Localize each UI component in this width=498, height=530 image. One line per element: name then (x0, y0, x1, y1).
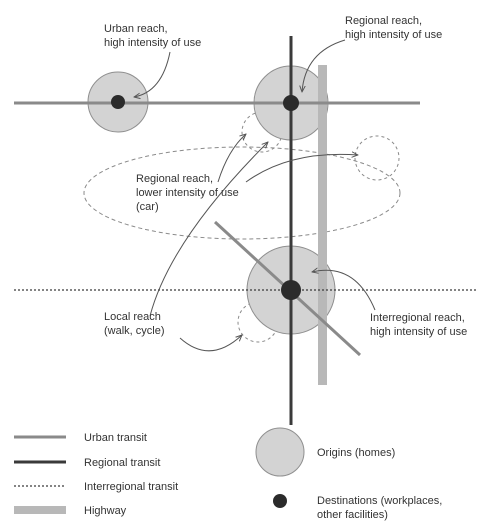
regional-reach-ellipse (83, 146, 401, 240)
destination-dot-bottom (281, 280, 301, 300)
legend-interregional-transit-label: Interregional transit (84, 481, 178, 493)
arrow-regional-reach-to-right (245, 154, 358, 183)
arrow-local-reach-up (149, 142, 268, 317)
label-regional-reach-low: Regional reach, lower intensity of use (… (136, 173, 242, 213)
legend-origins-label: Origins (homes) (317, 447, 395, 459)
label-local-reach: Local reach (walk, cycle) (104, 311, 165, 337)
label-urban-reach: Urban reach, high intensity of use (104, 23, 201, 49)
destination-dot-top (283, 95, 299, 111)
local-reach-circle-right (354, 135, 400, 181)
highway-line (318, 65, 327, 385)
label-regional-reach-high: Regional reach, high intensity of use (345, 15, 442, 41)
legend-urban-transit-label: Urban transit (84, 432, 147, 444)
arrow-interregional-reach (312, 270, 376, 311)
legend: Urban transit Regional transit Interregi… (14, 427, 445, 521)
legend-highway-swatch (14, 506, 66, 514)
arrow-regional-reach-to-circle (217, 134, 246, 183)
arrow-local-reach-down (179, 335, 242, 352)
legend-regional-transit-label: Regional transit (84, 457, 160, 469)
legend-destinations-label: Destinations (workplaces, other faciliti… (317, 495, 445, 521)
arrow-urban-reach (134, 51, 171, 97)
arrow-regional-reach-high (302, 39, 346, 92)
legend-origins-swatch (255, 427, 305, 477)
legend-highway-label: Highway (84, 505, 127, 517)
legend-destinations-swatch (273, 494, 287, 508)
destination-dot-left (111, 95, 125, 109)
label-interregional-reach: Interregional reach, high intensity of u… (370, 312, 468, 338)
